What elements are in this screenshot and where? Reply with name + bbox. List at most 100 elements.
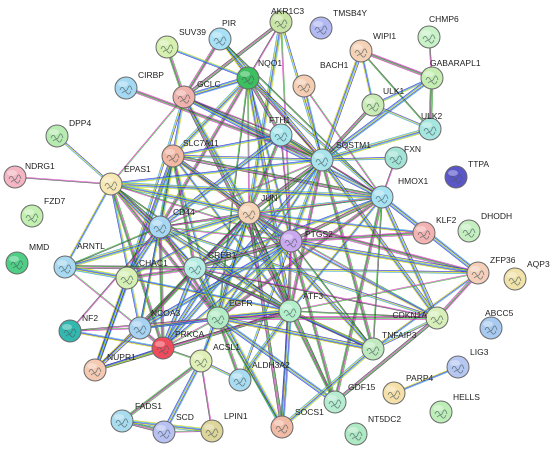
node-prkca[interactable]: PRKCA bbox=[151, 329, 205, 360]
protein-structure-icon bbox=[451, 364, 465, 374]
node-wipi1[interactable]: WIPI1 bbox=[349, 31, 396, 63]
node-gclc[interactable]: GCLC bbox=[172, 79, 221, 109]
edge-jun-klf2 bbox=[248, 211, 425, 235]
node-slc7a11[interactable]: SLC7A11 bbox=[161, 138, 219, 168]
node-label: FZD7 bbox=[44, 196, 66, 206]
protein-structure-icon bbox=[462, 228, 476, 238]
node-chac1[interactable]: CHAC1 bbox=[115, 258, 168, 290]
node-mmd[interactable]: MMD bbox=[5, 242, 49, 275]
node-fxn[interactable]: FXN bbox=[384, 144, 421, 170]
node-cdkn1a[interactable]: CDKN1A bbox=[393, 306, 449, 330]
edge-sqstm1-fxn bbox=[321, 156, 397, 162]
node-nt5dc2[interactable]: NT5DC2 bbox=[344, 414, 401, 446]
protein-structure-icon bbox=[417, 230, 431, 240]
node-ptgs2[interactable]: PTGS2 bbox=[279, 229, 333, 253]
node-circle bbox=[155, 35, 179, 59]
node-label: PTGS2 bbox=[305, 229, 333, 239]
edge-suv39h1-nqo1 bbox=[166, 45, 249, 80]
protein-structure-icon bbox=[375, 194, 389, 204]
node-epas1[interactable]: EPAS1 bbox=[99, 164, 151, 196]
node-sqstm1[interactable]: SQSTM1 bbox=[310, 140, 371, 172]
node-zfp36[interactable]: ZFP36 bbox=[466, 255, 516, 285]
node-circle bbox=[152, 420, 176, 444]
node-tnfaip3[interactable]: TNFAIP3 bbox=[361, 330, 417, 361]
protein-structure-icon bbox=[484, 325, 498, 335]
protein-structure-icon bbox=[274, 132, 288, 142]
node-ulk1[interactable]: ULK1 bbox=[361, 86, 405, 117]
node-circle bbox=[189, 349, 213, 373]
node-circle bbox=[269, 123, 293, 147]
node-abcc5[interactable]: ABCC5 bbox=[479, 308, 514, 340]
node-cd44[interactable]: CD44 bbox=[148, 207, 195, 239]
node-lig3[interactable]: LIG3 bbox=[446, 347, 489, 379]
node-creb1[interactable]: CREB1 bbox=[183, 250, 237, 280]
edge-cd44-ptgs2 bbox=[159, 226, 292, 242]
protein-structure-icon bbox=[10, 260, 24, 270]
node-circle bbox=[361, 93, 385, 117]
node-label: BACH1 bbox=[320, 60, 349, 70]
node-label: EGFR bbox=[229, 298, 253, 308]
node-ncoa3[interactable]: NCOA3 bbox=[128, 308, 181, 340]
node-circle bbox=[172, 85, 196, 109]
node-fzd7[interactable]: FZD7 bbox=[20, 196, 66, 228]
node-bach1[interactable]: BACH1 bbox=[292, 60, 349, 98]
node-arntl[interactable]: ARNTL bbox=[53, 241, 105, 279]
protein-structure-icon bbox=[274, 19, 288, 29]
node-nf2[interactable]: NF2 bbox=[58, 313, 98, 343]
node-socs1[interactable]: SOCS1 bbox=[270, 407, 324, 439]
node-gabarapl1[interactable]: GABARAPL1 bbox=[420, 58, 481, 90]
node-nupr1[interactable]: NUPR1 bbox=[83, 352, 136, 382]
node-dhodh[interactable]: DHODH bbox=[457, 211, 512, 243]
node-hells[interactable]: HELLS bbox=[429, 392, 480, 424]
node-label: PIR bbox=[222, 18, 236, 28]
node-acsl1[interactable]: ACSL1 bbox=[189, 342, 240, 373]
protein-structure-icon bbox=[120, 275, 134, 285]
node-circle bbox=[466, 261, 490, 285]
node-fads1[interactable]: FADS1 bbox=[110, 401, 162, 433]
node-gdf15[interactable]: GDF15 bbox=[323, 382, 376, 414]
node-dpp4[interactable]: DPP4 bbox=[45, 118, 91, 148]
node-suv39h1[interactable]: SUV39 bbox=[155, 27, 206, 59]
node-circle bbox=[370, 185, 394, 209]
node-aqp3[interactable]: AQP3 bbox=[503, 259, 550, 291]
node-fth1[interactable]: FTH1 bbox=[269, 115, 293, 147]
node-circle bbox=[58, 319, 82, 343]
node-ndrg1[interactable]: NDRG1 bbox=[3, 161, 55, 189]
edge-akr1c3-jun bbox=[246, 21, 284, 214]
node-circle bbox=[361, 337, 385, 361]
edge-acsl1-fads1 bbox=[120, 359, 203, 423]
node-cirbp[interactable]: CIRBP bbox=[114, 70, 164, 100]
node-akr1c3[interactable]: AKR1C3 bbox=[269, 6, 304, 34]
node-aldh3a2[interactable]: ALDH3A2 bbox=[228, 360, 290, 392]
node-nqo1[interactable]: NQO1 bbox=[236, 58, 282, 90]
edge-ptgs2-aldh3a2 bbox=[238, 240, 293, 381]
edge-hmox1-epas1 bbox=[110, 181, 383, 200]
node-label: ARNTL bbox=[77, 241, 105, 251]
node-hmox1[interactable]: HMOX1 bbox=[370, 176, 429, 209]
node-circle bbox=[110, 409, 134, 433]
edge-jun-cdkn1a bbox=[248, 212, 438, 319]
edge-cdkn1a-gdf15 bbox=[333, 316, 439, 404]
node-circle bbox=[183, 256, 207, 280]
node-pir[interactable]: PIR bbox=[208, 18, 236, 51]
protein-structure-icon bbox=[349, 431, 363, 441]
protein-structure-icon bbox=[166, 153, 180, 163]
node-atf3[interactable]: ATF3 bbox=[278, 291, 323, 323]
node-label: PARP4 bbox=[406, 373, 434, 383]
node-chmp6[interactable]: CHMP6 bbox=[417, 14, 459, 49]
node-klf2[interactable]: KLF2 bbox=[412, 215, 457, 245]
protein-structure-icon bbox=[328, 399, 342, 409]
node-label: ZFP36 bbox=[490, 255, 516, 265]
node-tmsb4y[interactable]: TMSB4Y bbox=[309, 8, 367, 40]
node-jun[interactable]: JUN bbox=[237, 193, 278, 225]
node-lpin1[interactable]: LPIN1 bbox=[200, 411, 248, 443]
node-ulk2[interactable]: ULK2 bbox=[418, 111, 443, 141]
node-ttpa[interactable]: TTPA bbox=[444, 159, 489, 189]
node-label: TNFAIP3 bbox=[382, 330, 417, 340]
protein-structure-icon bbox=[205, 428, 219, 438]
node-parp4[interactable]: PARP4 bbox=[382, 373, 434, 405]
node-scd[interactable]: SCD bbox=[152, 412, 194, 444]
protein-structure-icon bbox=[213, 36, 227, 46]
node-circle bbox=[83, 358, 107, 382]
node-egfr[interactable]: EGFR bbox=[206, 298, 253, 330]
